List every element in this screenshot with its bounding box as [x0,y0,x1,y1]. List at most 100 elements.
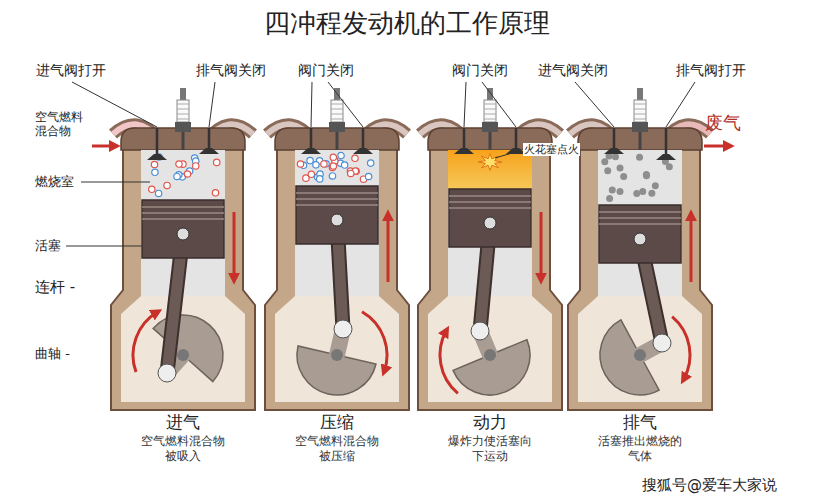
exhaust-particle [633,190,640,197]
rotation-arrow [672,317,690,380]
exhaust-particle [652,182,659,189]
exhaust-particle [648,190,655,197]
stroke-description: 空气燃料混合物 被压缩 [292,434,382,464]
fuel-particle [330,154,336,160]
piston-ring [599,217,681,219]
stroke-name: 动力 [415,412,565,432]
crank-hub [484,349,496,361]
engine-block [418,138,562,410]
plug-insulator [634,100,646,122]
piston-pin [634,233,646,245]
rotation-arrow [133,312,158,372]
stroke-description: 爆炸力使活塞向 下运动 [445,434,535,464]
stroke-description: 空气燃料混合物 被吸入 [138,434,228,464]
fuel-particle [164,182,170,188]
motion-arrow [690,214,693,282]
fuel-particle [152,169,158,175]
fuel-particle [184,171,190,177]
engine [418,88,562,410]
fuel-particle [303,175,309,181]
plug-rib [177,104,189,105]
piston-ring [142,212,224,214]
exhaust-arrow [704,145,730,148]
exhaust-particle [601,158,608,165]
exhaust-particle [609,186,616,193]
part-label: 曲轴 - [35,346,70,362]
fuel-particle [193,163,199,169]
valve-stem [665,128,668,156]
piston-ring [449,207,531,209]
part-label: 废气 [705,112,741,134]
fuel-particle [341,162,347,168]
fuel-particle [367,160,373,166]
valve-stem [463,128,466,150]
part-label: 空气燃料 混合物 [35,110,87,139]
leader-line [575,82,614,127]
exhaust-particle [620,173,627,180]
stroke-name: 压缩 [262,412,412,432]
exhaust-particle [604,167,611,174]
crankcase [121,296,245,402]
valve-head [656,154,676,160]
valve-stem [310,128,313,150]
fuel-particle [307,157,313,163]
exhaust-particle [617,188,624,195]
intake-arrow [92,145,116,148]
part-label: 阀门关闭 [298,62,354,79]
part-label: 排气阀打开 [676,62,746,79]
motion-arrow [233,212,236,280]
plug-rib [331,104,343,105]
part-label: 进气阀关闭 [538,62,608,79]
crank-pin [653,334,671,352]
engine-block [568,138,712,410]
part-label: 阀门关闭 [452,62,508,79]
plug-rib [484,119,496,120]
crank-pin [471,322,489,340]
piston-ring [449,195,531,197]
plug-rib [177,114,189,115]
leader-line [209,82,215,127]
stroke-panel: 进气空气燃料混合物 被吸入 [108,412,258,469]
piston [449,189,531,247]
fuel-particle [321,161,327,167]
part-label: 燃烧室 [35,174,74,190]
piston [599,205,681,263]
valve-head [604,148,624,154]
valve-head [454,148,474,154]
valve-stem [362,128,365,150]
stroke-name: 进气 [108,412,258,432]
valve-head [147,154,167,160]
motion-arrow [540,212,543,280]
leader-line [328,82,363,127]
fuel-particle [348,170,354,176]
fuel-particle [297,161,303,167]
fuel-particle [330,163,336,169]
plug-rib [484,114,496,115]
plug-terminal [637,88,643,100]
plug-insulator [331,100,343,122]
fuel-particle [365,173,371,179]
piston-ring [449,201,531,203]
engine [265,88,409,410]
fuel-particle [155,190,161,196]
valve-stem [515,128,518,150]
valve-stem [613,128,616,150]
fuel-particle [174,173,180,179]
piston-pin [484,217,496,229]
plug-rib [177,119,189,120]
piston-ring [296,204,378,206]
part-label: 排气阀关闭 [196,62,266,79]
plug-base [175,122,191,132]
plug-rib [177,109,189,110]
piston-ring [142,206,224,208]
plug-terminal [180,88,186,100]
crankcase [428,296,552,402]
leader-line [66,246,142,247]
leader-line [72,82,157,127]
plug-rib [331,109,343,110]
valve-head [199,148,219,154]
spark-burst [478,154,502,171]
exhaust-particle [612,153,619,160]
piston-ring [599,223,681,225]
plug-rib [331,114,343,115]
